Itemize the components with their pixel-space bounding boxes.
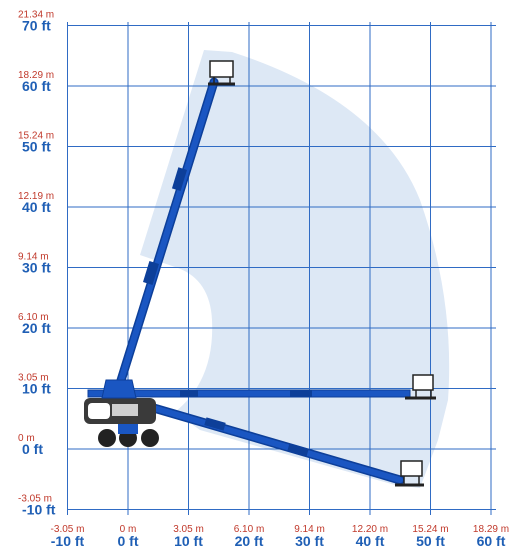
- y-label-feet: 20 ft: [22, 320, 51, 336]
- platform-horizontal: [405, 374, 436, 400]
- y-label-feet: 10 ft: [22, 381, 51, 397]
- y-label-meters: 0 m: [18, 433, 35, 444]
- y-label-feet: 40 ft: [22, 199, 51, 215]
- x-label-meters: -3.05 m: [51, 524, 85, 535]
- y-label-meters: 12.19 m: [18, 191, 54, 202]
- y-label-meters: 9.14 m: [18, 252, 49, 263]
- x-label-feet: 0 ft: [118, 533, 139, 549]
- y-label-feet: 50 ft: [22, 139, 51, 155]
- platform-top: [208, 60, 235, 86]
- x-label-meters: 3.05 m: [173, 524, 204, 535]
- y-label-meters: 3.05 m: [18, 373, 49, 384]
- x-label-feet: 60 ft: [477, 533, 506, 549]
- y-label-meters: 15.24 m: [18, 131, 54, 142]
- x-label-feet: 50 ft: [416, 533, 445, 549]
- machine-base: [84, 379, 159, 447]
- y-label-feet: 30 ft: [22, 260, 51, 276]
- x-label-meters: 15.24 m: [412, 524, 448, 535]
- wheel-left: [98, 429, 116, 447]
- boom-vertical: [113, 77, 219, 395]
- boom-down: [135, 399, 405, 485]
- x-label-feet: 40 ft: [356, 533, 385, 549]
- x-label-feet: -10 ft: [51, 533, 85, 549]
- reach-envelope: [140, 50, 450, 488]
- y-label-meters: 18.29 m: [18, 70, 54, 81]
- y-label-feet: 0 ft: [22, 441, 43, 457]
- x-label-feet: 30 ft: [295, 533, 324, 549]
- x-axis-labels: -3.05 m-10 ft 0 m0 ft 3.05 m10 ft 6.10 m20 …: [51, 524, 510, 549]
- x-label-meters: 18.29 m: [473, 524, 509, 535]
- y-label-meters: 21.34 m: [18, 10, 54, 21]
- y-label-meters: -3.05 m: [18, 494, 52, 505]
- x-label-meters: 12.20 m: [352, 524, 388, 535]
- x-label-meters: 9.14 m: [294, 524, 325, 535]
- y-label-feet: -10 ft: [22, 502, 56, 518]
- boom-horizontal: [87, 389, 411, 398]
- x-label-feet: 20 ft: [235, 533, 264, 549]
- x-label-feet: 10 ft: [174, 533, 203, 549]
- x-label-meters: 0 m: [120, 524, 137, 535]
- y-axis-labels: 21.34 m70 ft 18.29 m60 ft 15.24 m50 ft 12.1…: [18, 10, 56, 518]
- wheel-right: [141, 429, 159, 447]
- x-label-meters: 6.10 m: [234, 524, 265, 535]
- y-label-feet: 60 ft: [22, 78, 51, 94]
- y-label-meters: 6.10 m: [18, 312, 49, 323]
- y-label-feet: 70 ft: [22, 18, 51, 34]
- platform-bottom: [395, 460, 424, 487]
